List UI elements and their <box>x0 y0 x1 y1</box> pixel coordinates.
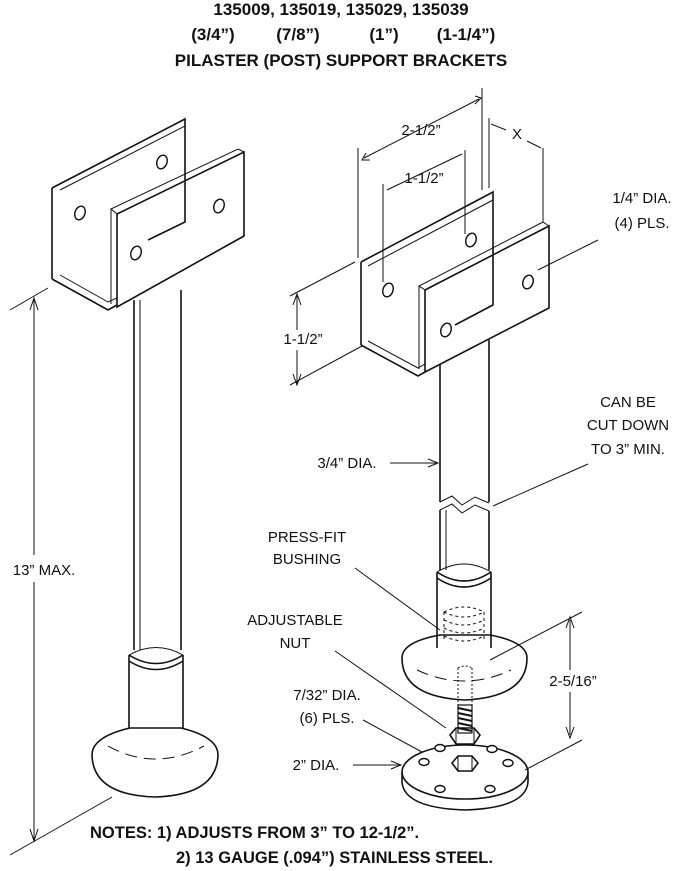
right-support-assembly: 2-1/2” 1-1/2” X 1/4” DIA. (4) PLS. 1-1 <box>247 88 672 811</box>
bracket-height-label: 1-1/2” <box>283 331 322 348</box>
bracket-width-dimensions: 2-1/2” 1-1/2” X <box>357 88 544 282</box>
part-numbers: 135009, 135019, 135029, 135039 <box>213 0 468 19</box>
base-hole <box>434 784 446 794</box>
max-height-dimension: 13” MAX. <box>9 287 113 856</box>
tube-diameter-callout: 3/4” DIA. <box>317 455 440 472</box>
base-diameter-callout: 2” DIA. <box>293 757 403 774</box>
bracket-hole <box>382 282 394 298</box>
size-1-1-4: (1-1/4”) <box>437 25 496 44</box>
left-base-foot <box>91 727 219 798</box>
base-hole <box>434 743 446 753</box>
note-line-2: 2) 13 GAUGE (.094”) STAINLESS STEEL. <box>176 849 493 867</box>
base-hole <box>486 744 498 754</box>
bushing-line1: PRESS-FIT <box>268 529 346 546</box>
drawing-title: PILASTER (POST) SUPPORT BRACKETS <box>175 51 507 70</box>
hole-diameter-callout: 1/4” DIA. (4) PLS. <box>537 190 672 271</box>
base-height-dimension: 2-5/16” <box>489 611 597 771</box>
nut-line1: ADJUSTABLE <box>247 612 343 629</box>
size-1: (1”) <box>369 25 398 44</box>
nut-line2: NUT <box>280 635 311 652</box>
left-sleeve <box>128 647 184 728</box>
outer-width-label: 2-1/2” <box>401 122 440 139</box>
base-dia-label: 2” DIA. <box>293 757 340 774</box>
base-height-label: 2-5/16” <box>549 673 597 690</box>
max-height-label: 13” MAX. <box>13 562 76 579</box>
bracket-hole <box>213 198 225 214</box>
bracket-hole <box>130 245 142 261</box>
tube-dia-label: 3/4” DIA. <box>317 455 376 472</box>
hole-dia-line1: 1/4” DIA. <box>612 190 671 207</box>
bracket-hole <box>74 205 86 221</box>
cut-line2: CUT DOWN <box>587 417 669 434</box>
bushing-line2: BUSHING <box>273 551 341 568</box>
inner-width-label: 1-1/2” <box>404 170 443 187</box>
size-3-4: (3/4”) <box>191 25 234 44</box>
base-hole <box>502 758 514 768</box>
bracket-hole <box>522 274 534 290</box>
size-7-8: (7/8”) <box>276 25 319 44</box>
left-support-assembly: 13” MAX. <box>9 117 245 856</box>
bracket-height-dimension: 1-1/2” <box>283 261 363 387</box>
right-u-bracket <box>360 190 550 377</box>
right-foot <box>401 634 528 705</box>
left-tube <box>133 290 182 650</box>
base-hole <box>484 784 496 794</box>
base-hole <box>418 757 430 767</box>
hole-dia-line2: (4) PLS. <box>614 215 669 232</box>
bracket-hole <box>440 322 452 338</box>
adjustable-nut-callout: ADJUSTABLE NUT <box>247 612 447 729</box>
bracket-hole <box>465 232 477 248</box>
right-tube <box>439 340 490 570</box>
base-holes-line2: (6) PLS. <box>299 710 354 727</box>
x-dimension-label: X <box>512 126 522 143</box>
cut-line1: CAN BE <box>600 394 656 411</box>
base-holes-line1: 7/32” DIA. <box>293 687 361 704</box>
cut-down-callout: CAN BE CUT DOWN TO 3” MIN. <box>492 394 669 507</box>
base-holes-callout: 7/32” DIA. (6) PLS. <box>293 687 423 753</box>
base-plate <box>401 743 529 811</box>
left-u-bracket <box>51 117 245 311</box>
note-line-1: NOTES: 1) ADJUSTS FROM 3” TO 12-1/2”. <box>90 824 419 842</box>
bracket-hole <box>156 154 168 170</box>
bushing-callout: PRESS-FIT BUSHING <box>268 529 441 631</box>
cut-line3: TO 3” MIN. <box>591 441 665 458</box>
